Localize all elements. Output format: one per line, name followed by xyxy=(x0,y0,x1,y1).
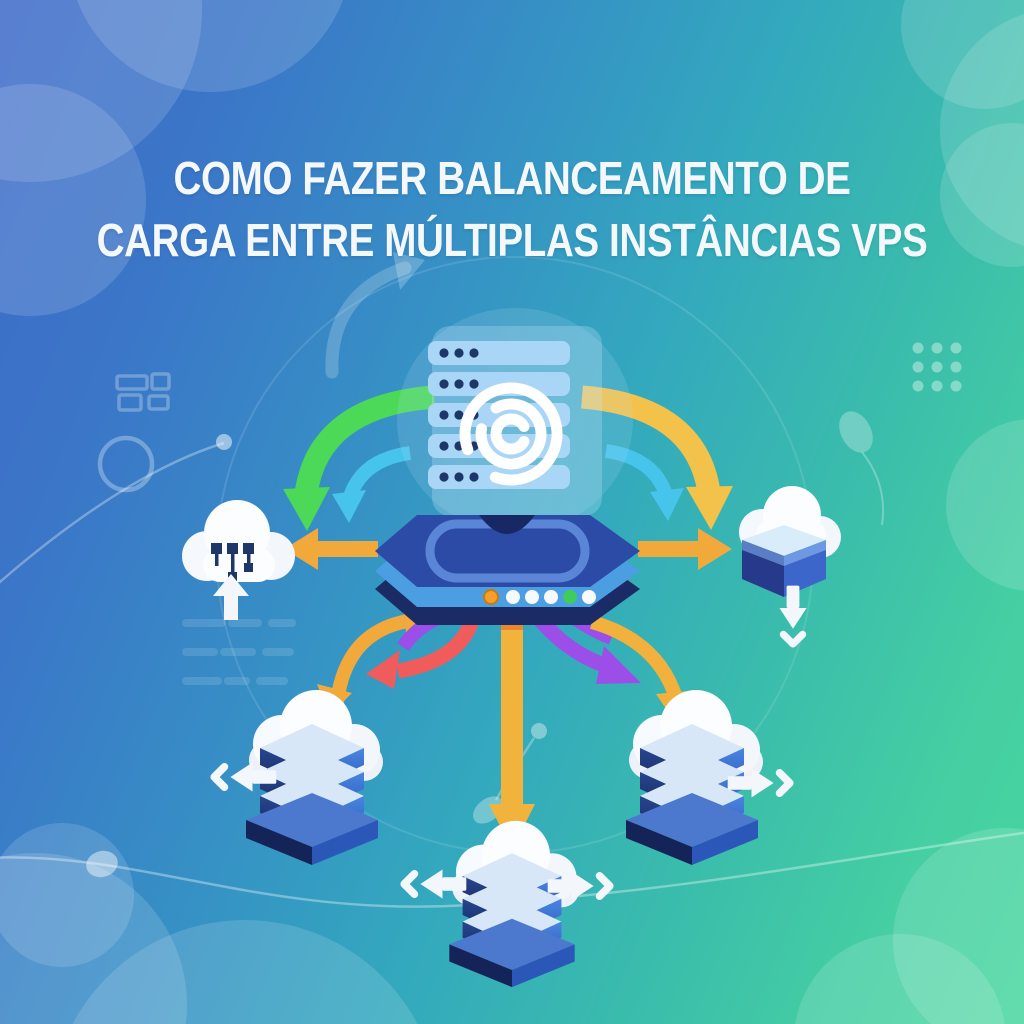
decor-dash-rows xyxy=(182,619,296,685)
origin-server xyxy=(397,308,633,532)
load-balancer-device-icon xyxy=(375,515,640,625)
flow-gold-curve-right xyxy=(581,385,733,530)
led-green xyxy=(563,590,577,604)
device-leds xyxy=(483,589,596,605)
title-line-2: CARGA ENTRE MÚLTIPLAS INSTÂNCIAS VPS xyxy=(96,213,928,266)
flow-green-curve-left xyxy=(283,385,435,531)
led-white xyxy=(582,590,596,604)
decor-swoosh-arrowhead xyxy=(393,252,425,290)
decor-dot-center xyxy=(531,723,547,739)
cloud-with-connectors-icon xyxy=(182,500,295,582)
decor-dot-grid-icon xyxy=(912,342,962,392)
up-arrow-icon xyxy=(213,574,249,620)
led-white xyxy=(525,590,539,604)
device-notch xyxy=(479,515,535,534)
decor-balloon-string xyxy=(861,451,885,526)
decor-windows-icon xyxy=(115,372,171,412)
decor-balloon xyxy=(839,411,873,453)
title-line-1: COMO FAZER BALANCEAMENTO DE xyxy=(173,152,851,204)
decor-dot xyxy=(216,434,232,450)
cloud-box-right xyxy=(739,486,841,644)
flow-orange-straight-right xyxy=(638,528,732,570)
flow-cyan-curve-left xyxy=(332,446,412,523)
decor-ring-icon xyxy=(97,435,155,493)
decor-bead xyxy=(86,850,118,878)
flow-cyan-curve-right xyxy=(604,444,684,521)
decor-curve-line-left xyxy=(0,441,225,584)
vps-bottom-center xyxy=(449,820,580,988)
decor-swoosh-arrow xyxy=(325,261,412,379)
cloud-network-left xyxy=(182,500,295,620)
flow-orange-straight-left xyxy=(284,528,378,570)
led-orange xyxy=(483,589,499,605)
led-white xyxy=(506,590,520,604)
flow-orange-straight-down xyxy=(489,622,535,850)
concentric-rings-logo xyxy=(459,382,563,486)
cloud-on-server-box-icon xyxy=(739,486,841,597)
page-title: COMO FAZER BALANCEAMENTO DE CARGA ENTRE … xyxy=(82,148,942,271)
led-white xyxy=(544,590,558,604)
